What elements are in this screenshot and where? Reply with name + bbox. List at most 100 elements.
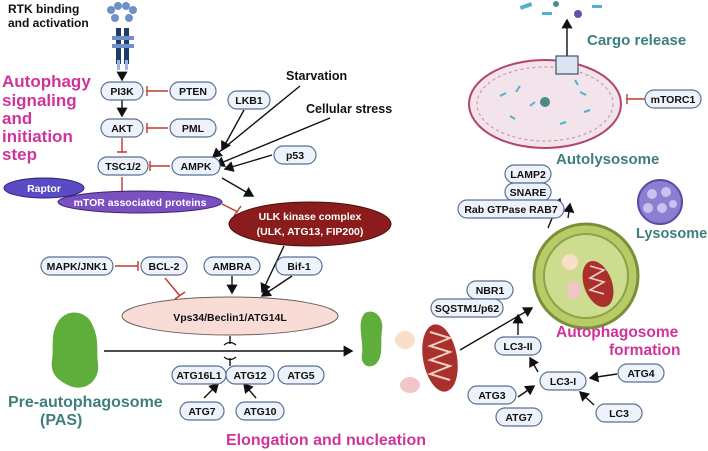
- node-atg4: ATG4: [617, 363, 665, 383]
- node-pten: PTEN: [169, 81, 217, 101]
- mapk-inhibits-bcl2-line: [115, 261, 139, 271]
- atg7b-to-lc3i-arrow: [517, 385, 536, 398]
- bcl2-inhibits-vps34-line: [164, 277, 186, 300]
- node-lamp2: LAMP2: [504, 164, 552, 184]
- stress-to-ampk-arrow: [214, 117, 331, 167]
- released-cargo-icon: [519, 1, 602, 18]
- node-lc3ii: LC3-II: [494, 336, 542, 356]
- node-atg7-right: ATG7: [495, 407, 543, 427]
- svg-text:ATG3: ATG3: [478, 390, 505, 402]
- svg-text:ATG5: ATG5: [287, 370, 314, 382]
- mtor-inhibits-ulk-line: [221, 203, 242, 217]
- svg-text:AKT: AKT: [111, 123, 133, 135]
- autophagosome-icon: [532, 222, 640, 330]
- lysosome-to-autolysosome-arrow: [563, 202, 575, 219]
- node-mapk: MAPK/JNK1: [40, 256, 114, 276]
- autolysosome-label: Autolysosome: [556, 151, 659, 168]
- svg-text:ATG12: ATG12: [233, 370, 266, 382]
- svg-text:PI3K: PI3K: [110, 86, 134, 98]
- cargo-vesicle: [395, 331, 415, 349]
- node-lc3i: LC3-I: [539, 371, 587, 391]
- signaling-title-2: signaling: [2, 91, 77, 110]
- node-mtorc1: mTORC1: [644, 89, 702, 109]
- atg10-to-atg12-arrow: [243, 382, 257, 399]
- node-ampk: AMPK: [171, 156, 221, 176]
- pml-inhibits-akt-line: [146, 123, 168, 133]
- node-pml: PML: [169, 118, 217, 138]
- svg-text:SNARE: SNARE: [510, 187, 547, 199]
- ampk-inhibits-tsc-line: [149, 161, 170, 171]
- bif1-to-vps34-arrow: [260, 275, 293, 297]
- svg-text:ATG4: ATG4: [627, 368, 654, 380]
- pas-label-1: Pre-autophagosome: [8, 394, 163, 411]
- atg7-to-atg12-arrow: [203, 383, 219, 399]
- node-raptor: Raptor: [3, 177, 85, 199]
- svg-text:LAMP2: LAMP2: [510, 169, 546, 181]
- phagophore-blob: [360, 311, 383, 367]
- pas-blob: [51, 312, 99, 388]
- rtk-label: RTK binding: [8, 2, 79, 16]
- node-rab7: Rab GTPase RAB7: [457, 199, 565, 219]
- node-pi3k: PI3K: [100, 81, 144, 101]
- node-atg16l1: ATG16L1: [171, 365, 227, 385]
- rtk-receptor-icon: [107, 2, 137, 70]
- node-tsc: TSC1/2: [97, 156, 149, 176]
- svg-text:LC3: LC3: [609, 408, 629, 420]
- node-nbr1: NBR1: [466, 280, 514, 300]
- svg-text:mTORC1: mTORC1: [651, 94, 696, 106]
- signaling-title-4: initiation: [2, 127, 73, 146]
- svg-text:Rab GTPase RAB7: Rab GTPase RAB7: [464, 204, 558, 216]
- svg-text:mTOR associated proteins: mTOR associated proteins: [74, 197, 207, 209]
- starvation-label: Starvation: [286, 69, 347, 83]
- node-mtor: mTOR associated proteins: [57, 190, 223, 214]
- cargo-vesicle-2: [400, 377, 420, 393]
- node-p53: p53: [273, 145, 317, 165]
- svg-text:ATG7: ATG7: [505, 412, 532, 424]
- node-bcl2: BCL-2: [140, 256, 188, 276]
- lc3-to-lc3i-arrow: [578, 391, 595, 406]
- node-sqstm1: SQSTM1/p62: [430, 298, 504, 318]
- node-ambra: AMBRA: [203, 256, 261, 276]
- lc3i-to-lc3ii-arrow: [529, 356, 540, 373]
- node-lkb1: LKB1: [227, 90, 271, 110]
- node-vps34-complex: Vps34/Beclin1/ATG14L: [121, 296, 339, 336]
- node-atg10: ATG10: [235, 401, 285, 421]
- svg-text:p53: p53: [286, 150, 304, 162]
- node-snare: SNARE: [504, 182, 552, 202]
- svg-text:AMBRA: AMBRA: [212, 261, 251, 273]
- rtk-label-2: and activation: [8, 16, 89, 30]
- signaling-title-3: and: [2, 109, 32, 128]
- svg-text:SQSTM1/p62: SQSTM1/p62: [435, 303, 499, 315]
- svg-text:ATG16L1: ATG16L1: [176, 370, 221, 382]
- svg-text:Raptor: Raptor: [27, 183, 61, 195]
- node-atg7-left: ATG7: [179, 401, 225, 421]
- node-akt: AKT: [100, 118, 144, 138]
- ampk-to-ulk-arrow: [221, 177, 255, 197]
- p53-to-ampk-arrow: [223, 154, 273, 172]
- cellular-stress-label: Cellular stress: [306, 102, 392, 116]
- svg-text:Bif-1: Bif-1: [287, 261, 310, 273]
- svg-text:ULK kinase complex: ULK kinase complex: [259, 211, 362, 223]
- lysosome-label: Lysosome: [636, 226, 707, 242]
- autophagosome-label-2: formation: [609, 342, 680, 359]
- signaling-title-5: step: [2, 145, 37, 164]
- svg-text:LC3-II: LC3-II: [503, 341, 532, 353]
- svg-text:ATG7: ATG7: [188, 406, 215, 418]
- autophagosome-label-1: Autophagosome: [556, 324, 679, 341]
- svg-text:PTEN: PTEN: [179, 86, 207, 98]
- svg-text:NBR1: NBR1: [476, 285, 505, 297]
- svg-text:Vps34/Beclin1/ATG14L: Vps34/Beclin1/ATG14L: [173, 312, 287, 324]
- svg-text:BCL-2: BCL-2: [149, 261, 180, 273]
- node-bif1: Bif-1: [275, 256, 323, 276]
- svg-text:LC3-I: LC3-I: [550, 376, 576, 388]
- node-lc3: LC3: [595, 403, 643, 423]
- svg-text:ATG10: ATG10: [243, 406, 276, 418]
- elongation-label: Elongation and nucleation: [226, 432, 426, 449]
- lysosome-icon: [637, 179, 683, 225]
- signaling-title-1: Autophagy: [2, 72, 91, 91]
- svg-text:AMPK: AMPK: [181, 161, 212, 173]
- svg-text:PML: PML: [182, 123, 205, 135]
- autolysosome-icon: [468, 55, 622, 149]
- ulk-to-vps34-arrow: [260, 245, 285, 294]
